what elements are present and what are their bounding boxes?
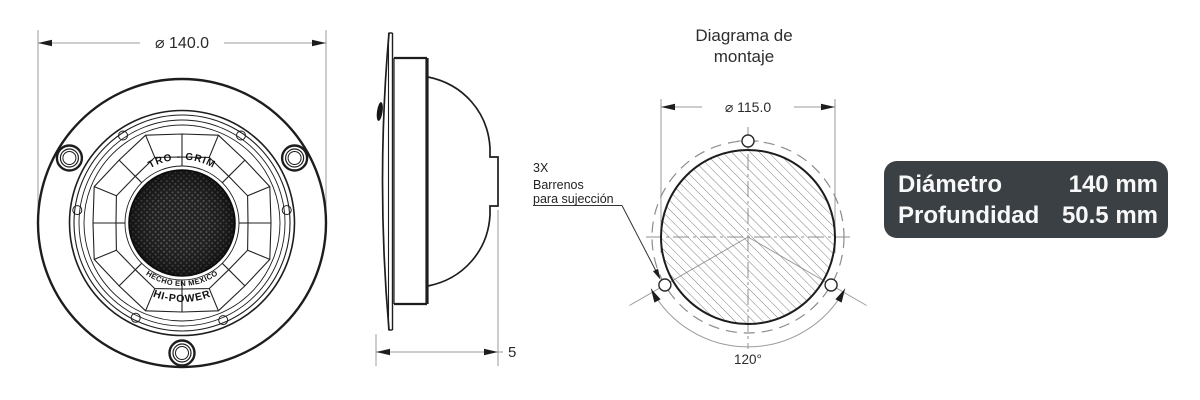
mounting-diagram: Diagrama de montaje ⌀ 115.0: [533, 26, 867, 367]
spec-label-depth: Profundidad: [898, 201, 1040, 229]
speaker-grille: [128, 169, 236, 277]
cutout-diameter-label: ⌀ 115.0: [725, 99, 772, 115]
depth-dimension: 5: [375, 210, 516, 366]
side-body: [393, 56, 429, 306]
holes-note-line1: 3X: [533, 161, 549, 175]
depth-label: 5: [508, 344, 516, 361]
mounting-holes: [55, 144, 309, 367]
holes-note-line2: Barrenos: [533, 178, 584, 192]
angle-dimension: 120°: [650, 288, 846, 367]
spec-label-diameter: Diámetro: [898, 170, 1003, 198]
front-diameter-dimension: ⌀ 140.0: [37, 30, 327, 223]
flange-slot: [376, 102, 383, 121]
svg-text:HI-POWER: HI-POWER: [152, 288, 213, 305]
side-flange: [376, 32, 394, 331]
front-diameter-label: ⌀ 140.0: [155, 35, 209, 52]
mounting-hole-bottom: [168, 339, 196, 367]
svg-text:TRO - GRIM: TRO - GRIM: [147, 152, 218, 171]
facet-radial-lines: [93, 134, 271, 312]
spec-row-depth: Profundidad 50.5 mm: [898, 200, 1158, 231]
screw-detail-circles: [72, 130, 292, 326]
holes-callout: 3X Barrenos para sujección: [533, 161, 661, 280]
bolt-holes: [658, 134, 838, 292]
side-view: 5: [375, 32, 516, 366]
bolt-hole-left: [658, 278, 672, 292]
mounting-hole-top-right: [280, 144, 309, 172]
flange-rings: [36, 77, 328, 369]
spec-row-diameter: Diámetro 140 mm: [898, 169, 1158, 200]
cutout-circle: [629, 127, 867, 349]
power-text: HI-POWER: [152, 288, 212, 305]
bolt-hole-top: [741, 134, 755, 148]
angle-label: 120°: [734, 352, 762, 367]
bolt-hole-right: [824, 278, 838, 292]
mounting-title-line2: montaje: [714, 47, 774, 66]
holes-note-line3: para sujección: [533, 192, 614, 206]
side-dome-profile: [427, 76, 499, 287]
front-view: ⌀ 140.0: [36, 30, 328, 369]
mounting-title-line1: Diagrama de: [695, 26, 792, 45]
spec-box: Diámetro 140 mm Profundidad 50.5 mm: [884, 161, 1168, 238]
brand-text-top: TRO - GRIM: [147, 152, 217, 171]
spec-value-diameter: 140 mm: [1068, 170, 1158, 198]
spec-value-depth: 50.5 mm: [1061, 201, 1158, 229]
lens-facets: [92, 133, 272, 313]
mounting-hole-top-left: [55, 144, 84, 172]
